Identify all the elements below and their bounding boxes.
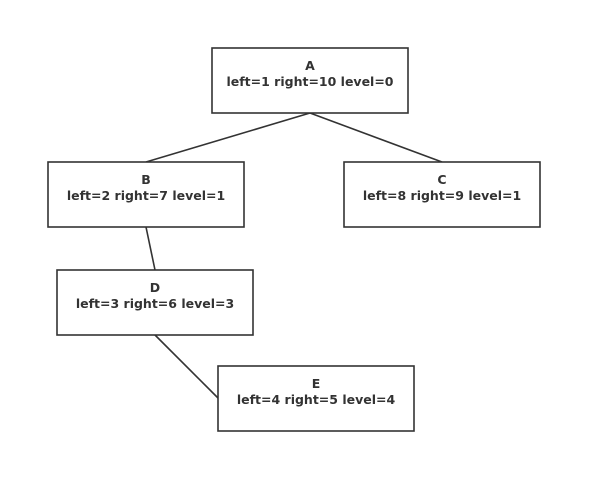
node-c-box — [343, 161, 541, 228]
node-a-box — [211, 47, 409, 114]
node-b: B left=2 right=7 level=1 — [47, 161, 245, 228]
node-e: E left=4 right=5 level=4 — [217, 365, 415, 432]
node-a-title: A — [305, 58, 315, 73]
node-e-title: E — [312, 376, 321, 391]
node-a: A left=1 right=10 level=0 — [211, 47, 409, 114]
edge-d-e — [154, 334, 219, 399]
node-d-box — [56, 269, 254, 336]
edge-b-d — [145, 226, 156, 271]
node-b-title: B — [141, 172, 151, 187]
node-d-title: D — [150, 280, 160, 295]
node-a-info: left=1 right=10 level=0 — [226, 74, 393, 89]
edge-a-c — [309, 112, 443, 163]
edge-a-b — [145, 112, 311, 163]
node-e-box — [217, 365, 415, 432]
node-b-info: left=2 right=7 level=1 — [67, 188, 225, 203]
node-c: C left=8 right=9 level=1 — [343, 161, 541, 228]
node-d-info: left=3 right=6 level=3 — [76, 296, 234, 311]
node-c-title: C — [437, 172, 446, 187]
node-b-box — [47, 161, 245, 228]
node-e-info: left=4 right=5 level=4 — [237, 392, 396, 407]
node-d: D left=3 right=6 level=3 — [56, 269, 254, 336]
node-c-info: left=8 right=9 level=1 — [363, 188, 521, 203]
